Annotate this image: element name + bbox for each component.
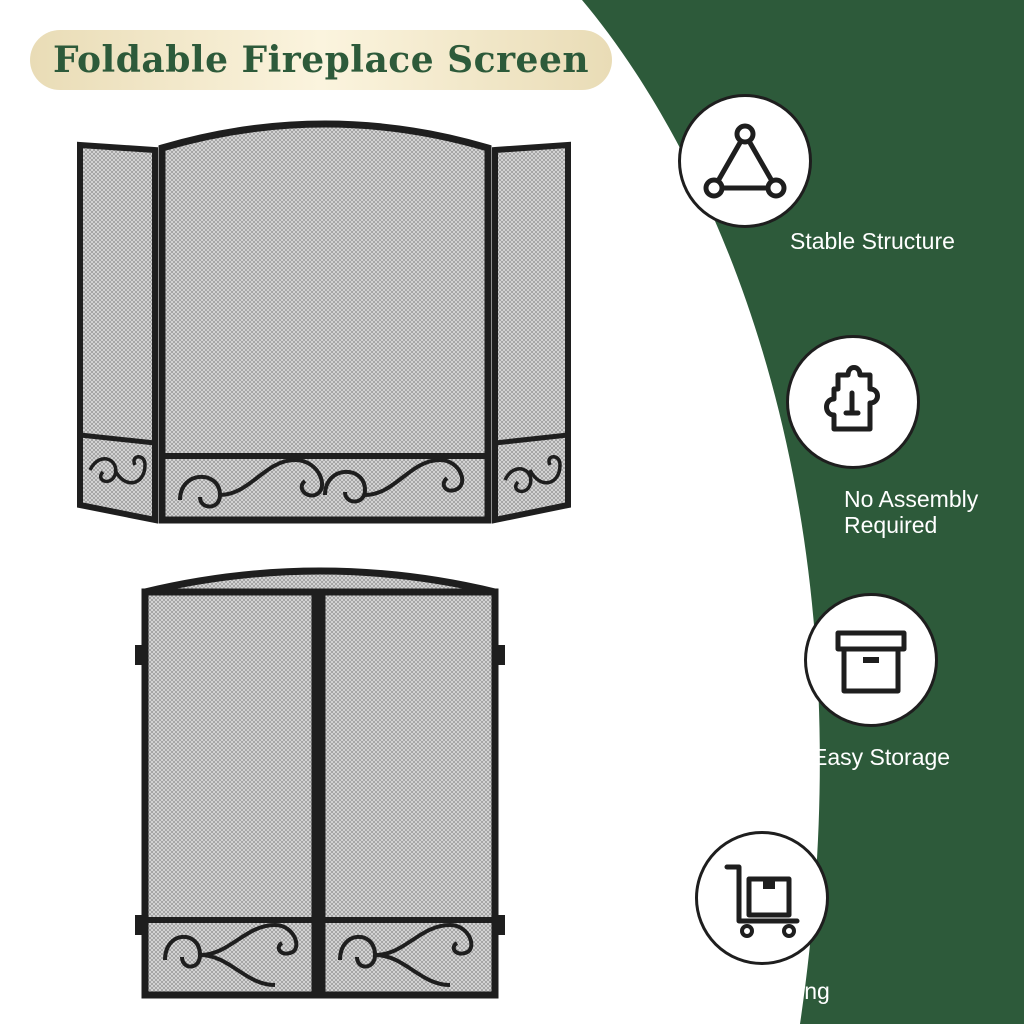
feature-no-assembly — [786, 335, 920, 469]
hand-truck-icon — [724, 864, 800, 938]
feature-label-stable-structure: Stable Structure — [790, 228, 955, 254]
left-panel — [77, 141, 158, 524]
feature-easy-storage — [804, 593, 938, 727]
feature-label-no-assembly-line2: Required — [844, 512, 938, 538]
screen-folded-image — [135, 567, 505, 999]
feature-label-no-assembly: No Assembly Required — [844, 486, 978, 538]
feature-flexible-moving — [695, 831, 829, 965]
center-panel — [158, 120, 492, 524]
right-panel — [492, 141, 571, 524]
title-banner: Foldable Fireplace Screen — [30, 30, 612, 90]
feature-label-flexible-moving: Flexible Moving — [670, 978, 830, 1004]
screen-unfolded-image — [77, 120, 571, 524]
puzzle-piece-icon — [824, 365, 880, 432]
page-title: Foldable Fireplace Screen — [52, 39, 590, 81]
feature-label-no-assembly-line1: No Assembly — [844, 486, 979, 512]
bg-fill — [582, 0, 1024, 1024]
triangle-structure-icon — [703, 123, 787, 199]
feature-stable-structure — [678, 94, 812, 228]
feature-label-easy-storage: Easy Storage — [812, 744, 951, 770]
storage-box-icon — [835, 630, 907, 694]
